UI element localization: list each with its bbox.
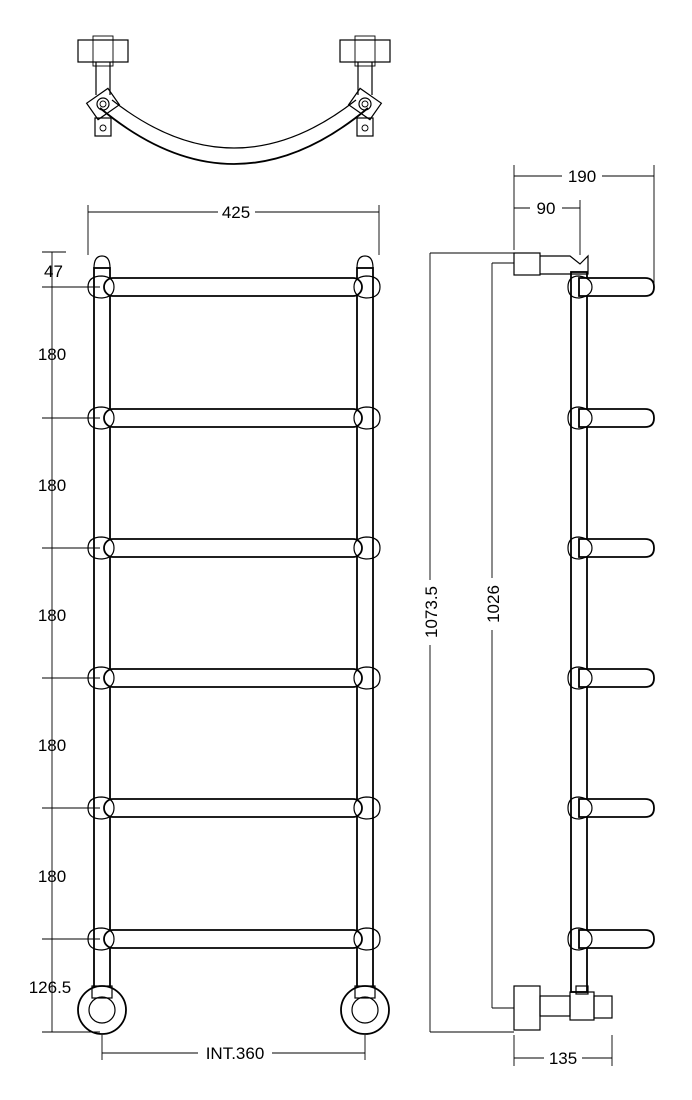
dim-side-depth: 190 xyxy=(568,167,596,186)
right-upright xyxy=(356,267,374,991)
side-upright xyxy=(570,271,588,993)
side-rail-1 xyxy=(567,275,655,299)
dim-inner-height: 1026 xyxy=(484,585,503,623)
plan-view xyxy=(77,35,391,165)
dim-rail-spacing-2: 180 xyxy=(38,476,66,495)
left-foot xyxy=(77,985,127,1035)
dim-internal-width: INT.360 xyxy=(206,1044,265,1063)
dim-rail-spacing-5: 180 xyxy=(38,867,66,886)
side-rail-3 xyxy=(567,536,655,560)
side-rail-2 xyxy=(567,406,655,430)
rail-4 xyxy=(87,666,381,690)
front-view xyxy=(77,255,390,1035)
wall-bracket-side xyxy=(513,252,541,276)
side-rail-4 xyxy=(567,666,655,690)
rail-6 xyxy=(87,927,381,951)
right-foot xyxy=(340,985,390,1035)
left-wall-bracket xyxy=(77,39,129,63)
right-swivel-joint xyxy=(347,87,383,137)
dimension-lines xyxy=(42,165,655,1066)
dim-rail-spacing-1: 180 xyxy=(38,345,66,364)
dim-wall-offset: 90 xyxy=(537,199,556,218)
dim-bottom-offset: 126.5 xyxy=(29,978,72,997)
side-rail-6 xyxy=(567,927,655,951)
right-wall-bracket xyxy=(339,39,391,63)
dim-rail-spacing-4: 180 xyxy=(38,736,66,755)
dim-rail-spacing-3: 180 xyxy=(38,606,66,625)
side-rail-5 xyxy=(567,796,655,820)
valve-assembly xyxy=(513,985,613,1031)
rail-5 xyxy=(87,796,381,820)
left-upright xyxy=(93,267,111,991)
dim-valve-depth: 135 xyxy=(549,1049,577,1068)
curved-rail-plan xyxy=(99,107,369,165)
dim-overall-width: 425 xyxy=(222,203,250,222)
left-swivel-joint xyxy=(85,87,121,137)
side-view xyxy=(513,252,655,1031)
rail-2 xyxy=(87,406,381,430)
dim-top-offset: 47 xyxy=(44,262,63,281)
dim-overall-height: 1073.5 xyxy=(422,586,441,638)
rail-1 xyxy=(87,275,381,299)
rail-3 xyxy=(87,536,381,560)
